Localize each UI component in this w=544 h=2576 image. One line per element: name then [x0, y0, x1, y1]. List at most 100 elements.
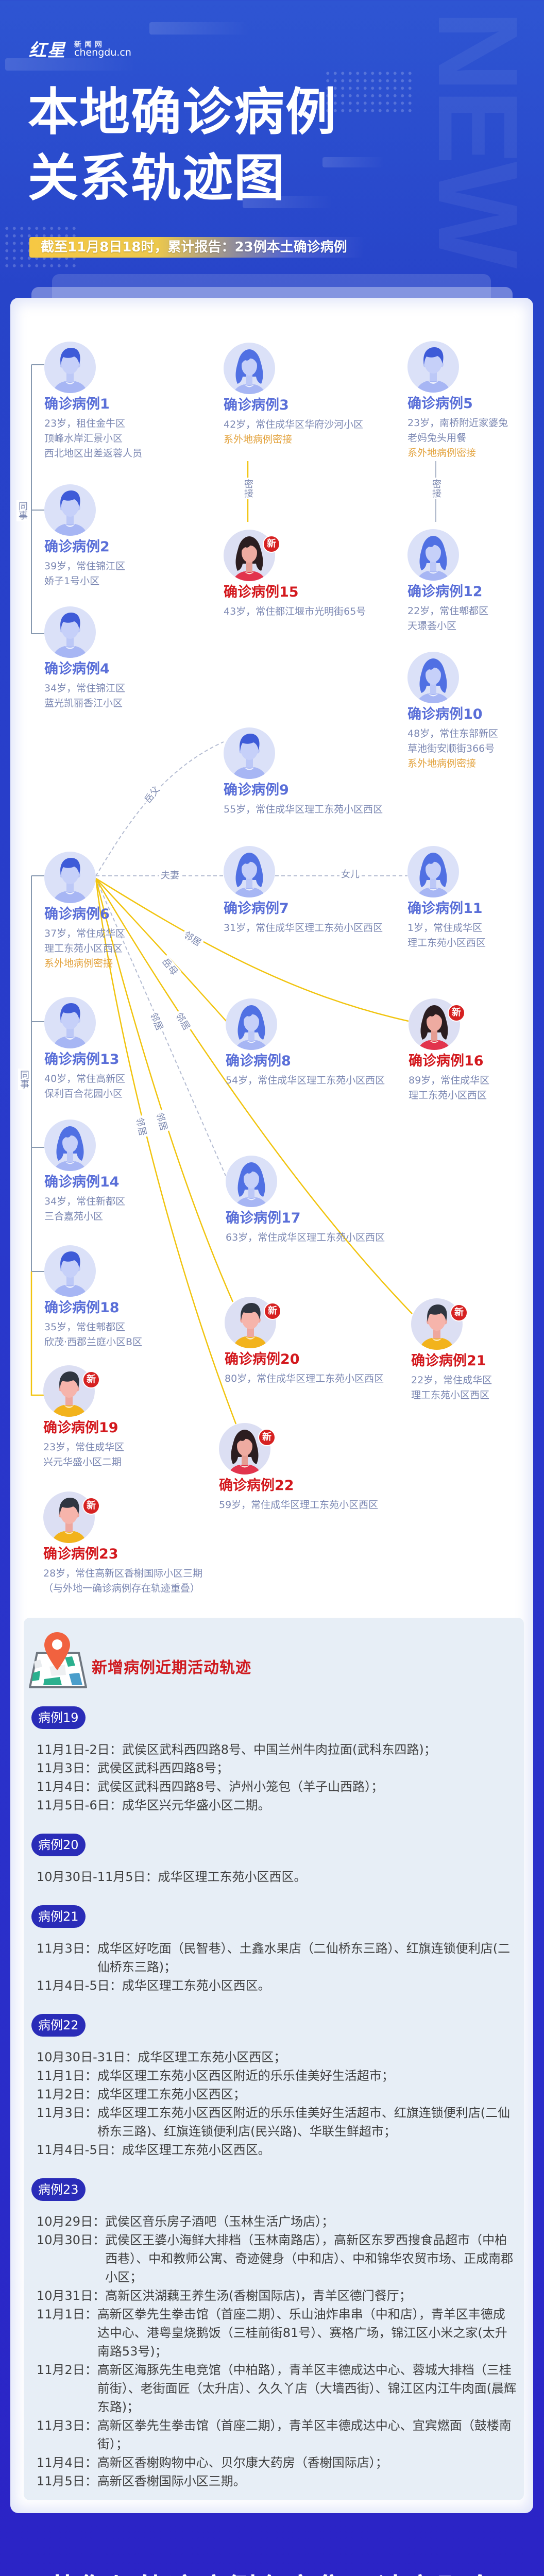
title-line-1: 本地确诊病例	[28, 83, 337, 142]
case-name: 确诊病例1	[44, 396, 110, 412]
female-avatar-icon	[407, 652, 459, 703]
case-node-12: 确诊病例12 22岁，常住郫都区 天璟荟小区	[407, 529, 544, 634]
case-note: 系外地病例密接	[407, 447, 477, 459]
male-avatar-icon	[44, 852, 96, 903]
case-node-1: 确诊病例1 23岁，租住金牛区 顶峰水岸汇景小区 西北地区出差返蓉人员	[44, 342, 230, 461]
entry-text: 成华区理工东苑小区西区附近的乐乐佳美好生活超市；	[97, 2069, 394, 2083]
trajectory-entry: 10月30日：武侯区王婆小海鲜大排档（玉林南路店），高新区东罗西搜食品超市（中柏…	[37, 2231, 517, 2286]
entry-date: 11月3日：	[37, 1761, 97, 1775]
relation-label-spouse: 夫妻	[159, 870, 181, 882]
entry-text: 成华区理工东苑小区西区。	[122, 2143, 270, 2157]
entry-text: 武侯区王婆小海鲜大排档（玉林南路店），高新区东罗西搜食品超市（中柏西巷）、中和教…	[105, 2233, 514, 2284]
decorative-bar	[149, 22, 250, 35]
relation-label-close-contact-5-12: 密接	[430, 478, 441, 499]
entry-date: 11月4日-5日：	[37, 1978, 122, 1993]
case-detail: 23岁，常住成华区	[43, 1442, 125, 1453]
case-detail: 兴元华盛小区二期	[43, 1456, 122, 1468]
case-note: 系外地病例密接	[407, 758, 477, 769]
case-detail: 63岁，常住成华区理工东苑小区西区	[226, 1232, 385, 1243]
case-detail: 娇子1号小区	[44, 575, 100, 587]
male-avatar-icon	[44, 997, 96, 1048]
summary-banner: 截至11月8日18时，累计报告：23例本土确诊病例	[29, 237, 364, 258]
trajectory-entry: 11月4日-5日：成华区理工东苑小区西区。	[37, 2141, 517, 2159]
entry-text: 成华区理工东苑小区西区；	[138, 2050, 286, 2064]
page-title: 本地确诊病例 关系轨迹图	[28, 79, 337, 211]
decorative-bar	[5, 58, 135, 71]
trajectory-section-case-23: 病例23 10月29日：武侯区音乐房子酒吧（玉林生活广场店）； 10月30日：武…	[24, 2178, 524, 2490]
case-detail: 23岁，租住金牛区	[44, 418, 126, 429]
trajectory-panel: 新增病例近期活动轨迹 病例19 11月1日-2日：武侯区武科西四路8号、中国兰州…	[24, 1618, 524, 2500]
male-avatar-icon	[407, 341, 459, 393]
case-detail: 40岁，常住高新区	[44, 1073, 126, 1084]
female-avatar-icon	[407, 529, 459, 581]
male-avatar-icon	[44, 1245, 96, 1297]
entry-date: 11月4日：	[37, 1780, 97, 1794]
female-avatar-icon: 新	[224, 530, 280, 581]
case-name: 确诊病例20	[225, 1351, 300, 1367]
prevention-notice: 若您与轨迹病例有交集，请立即向 所在社区（村）、单位、宾馆报备， 配合完成核酸检…	[0, 2564, 544, 2576]
new-watermark: NEW	[415, 10, 541, 266]
entry-text: 武侯区武科西四路8号、中国兰州牛肉拉面(武科东四路)；	[122, 1742, 436, 1757]
relation-label-colleague-1: 同事	[16, 500, 28, 521]
case-name: 确诊病例6	[44, 906, 110, 922]
case-badge: 病例20	[31, 1834, 86, 1856]
entry-text: 高新区拳先生拳击馆（首座二期）、乐山油炸串串（中和店），青羊区丰德成达中心、港粤…	[97, 2307, 507, 2359]
case-name: 确诊病例16	[409, 1053, 484, 1069]
trajectory-entry: 11月3日：武侯区武科西四路8号；	[37, 1759, 517, 1777]
case-badge: 病例19	[31, 1706, 86, 1729]
case-name: 确诊病例3	[224, 397, 289, 413]
case-name: 确诊病例8	[226, 1053, 291, 1069]
case-detail: 三合嘉苑小区	[44, 1211, 104, 1222]
trajectory-list: 病例19 11月1日-2日：武侯区武科西四路8号、中国兰州牛肉拉面(武科东四路)…	[24, 1706, 524, 2510]
male-avatar-icon	[44, 342, 96, 393]
relation-label-daughter: 女儿	[339, 869, 361, 881]
case-node-7: 确诊病例7 31岁，常住成华区理工东苑小区西区	[224, 846, 409, 936]
entry-text: 成华区理工东苑小区西区。	[122, 1978, 270, 1993]
trajectory-entry: 11月1日：高新区拳先生拳击馆（首座二期）、乐山油炸串串（中和店），青羊区丰德成…	[37, 2305, 517, 2361]
female-avatar-icon	[44, 1120, 96, 1171]
trajectory-section-case-20: 病例20 10月30日-11月5日：成华区理工东苑小区西区。	[24, 1834, 524, 1886]
case-detail: 蓝光凯丽香江小区	[44, 698, 123, 709]
entry-text: 高新区拳先生拳击馆（首座二期），青羊区丰德成达中心、宜宾燃面（鼓楼南街）；	[97, 2418, 512, 2451]
summary-banner-text: 截至11月8日18时，累计报告：23例本土确诊病例	[41, 240, 347, 255]
entry-text: 成华区理工东苑小区西区。	[158, 1870, 307, 1884]
case-detail: 西北地区出差返蓉人员	[44, 448, 143, 459]
entry-text: 成华区理工东苑小区西区；	[97, 2087, 246, 2102]
case-detail: 80岁，常住成华区理工东苑小区西区	[225, 1373, 384, 1384]
trajectory-entry: 11月3日：成华区理工东苑小区西区附近的乐乐佳美好生活超市、红旗连锁便利店(二仙…	[37, 2104, 517, 2141]
case-name: 确诊病例13	[44, 1052, 120, 1067]
case-badge: 病例21	[31, 1905, 86, 1928]
case-node-16: 新 确诊病例16 89岁，常住成华区 理工东苑小区西区	[409, 998, 544, 1103]
entry-text: 武侯区武科西四路8号、泸州小笼包（羊子山西路）；	[97, 1780, 384, 1794]
entry-date: 11月1日-2日：	[37, 1742, 122, 1757]
male-avatar-icon: 新	[411, 1298, 468, 1350]
case-detail: 理工东苑小区西区	[44, 943, 123, 954]
entry-date: 11月2日：	[37, 2363, 97, 2377]
new-badge: 新	[448, 1004, 465, 1022]
case-node-17: 确诊病例17 63岁，常住成华区理工东苑小区西区	[226, 1156, 411, 1245]
case-detail: （与外地一确诊病例存在轨迹重叠）	[43, 1583, 200, 1594]
entry-date: 11月4日-5日：	[37, 2143, 122, 2157]
map-pin-icon	[29, 1632, 87, 1688]
trajectory-entry: 11月4日-5日：成华区理工东苑小区西区。	[37, 1976, 517, 1995]
entry-text: 高新区洪湖藕王养生汤(香榭国际店)，青羊区德门餐厅；	[105, 2289, 412, 2303]
header-logo-domain: chengdu.cn	[74, 47, 131, 58]
case-name: 确诊病例11	[407, 901, 483, 917]
entry-date: 11月2日：	[37, 2087, 97, 2102]
case-detail: 理工东苑小区西区	[411, 1389, 490, 1401]
entry-text: 武侯区音乐房子酒吧（玉林生活广场店）；	[105, 2214, 334, 2229]
case-node-13: 确诊病例13 40岁，常住高新区 保利百合花园小区	[44, 997, 230, 1101]
trajectory-entry: 10月30日-31日：成华区理工东苑小区西区；	[37, 2048, 517, 2066]
case-name: 确诊病例2	[44, 539, 110, 555]
case-name: 确诊病例17	[226, 1210, 301, 1226]
case-detail: 1岁，常住成华区	[407, 922, 483, 934]
female-avatar-icon: 新	[409, 998, 465, 1050]
case-node-8: 确诊病例8 54岁，常住成华区理工东苑小区西区	[226, 998, 411, 1088]
case-detail: 理工东苑小区西区	[407, 937, 486, 948]
trajectory-entry: 11月5日-6日：成华区兴元华盛小区二期。	[37, 1796, 517, 1815]
decorative-bar	[243, 196, 333, 208]
case-detail: 37岁，常住成华区	[44, 928, 126, 939]
trajectory-entry: 10月30日-11月5日：成华区理工东苑小区西区。	[37, 1868, 517, 1886]
case-detail: 22岁，常住郫都区	[407, 605, 489, 617]
entry-text: 成华区好吃面（民智巷）、土鑫水果店（二仙桥东三路）、红旗连锁便利店(二仙桥东三路…	[97, 1941, 511, 1974]
